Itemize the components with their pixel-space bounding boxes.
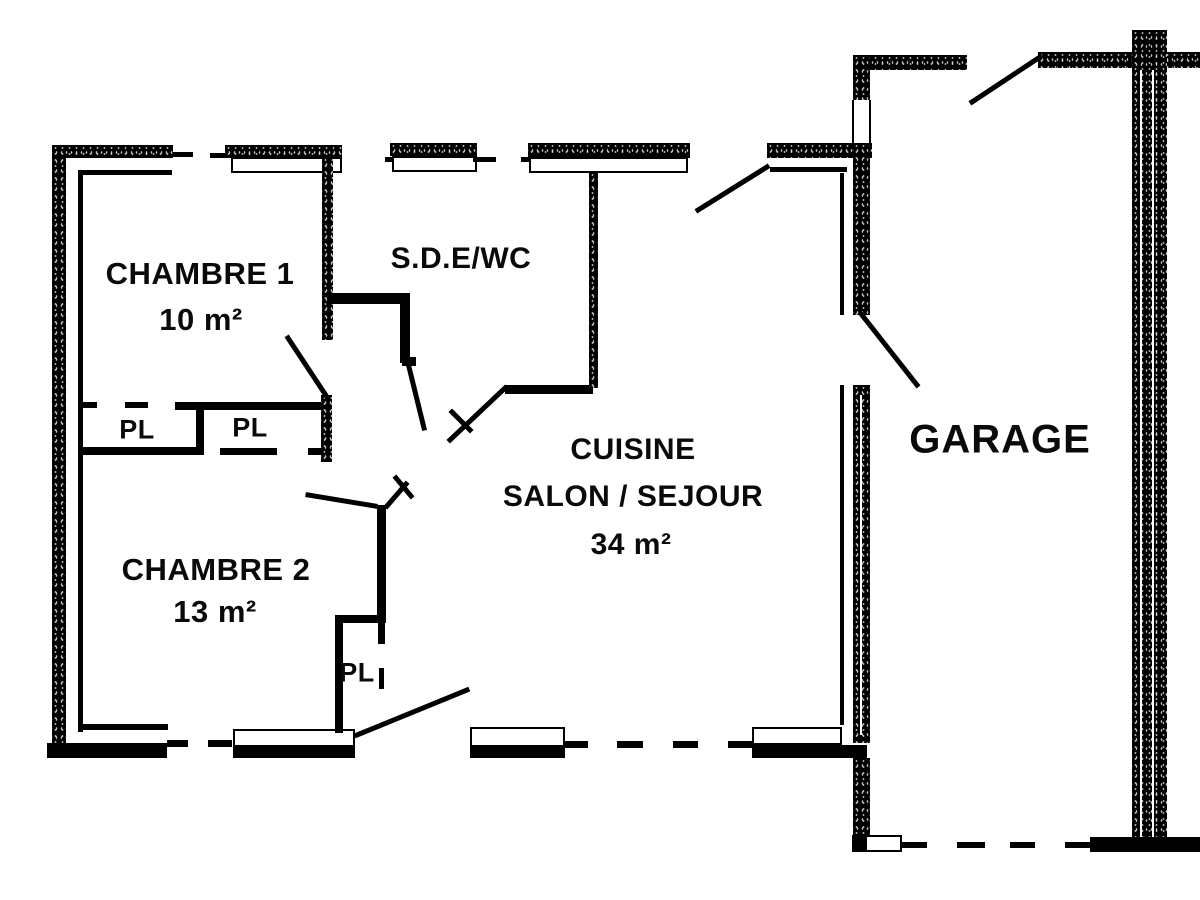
windowB-base <box>470 747 565 758</box>
wall-pl-bottom <box>80 447 203 455</box>
wall-hall-inner-line-b <box>840 385 844 725</box>
wall-pl-top <box>175 402 323 410</box>
wall-garage-right-joint2 <box>1152 70 1154 848</box>
wall-chambre2-right <box>377 505 386 622</box>
window3-lintel <box>528 143 690 158</box>
wall-pl-right <box>321 395 332 462</box>
wall-garage-left-d <box>853 758 870 835</box>
wall-entrance-inner-line <box>770 167 847 172</box>
label-pl3: PL <box>339 657 375 688</box>
label-pl1: PL <box>119 414 155 445</box>
bottom-stub-a <box>167 740 188 747</box>
door-leaf-sde-inner <box>404 359 428 432</box>
label-chambre1-area: 10 m² <box>159 302 243 337</box>
wall-top-left-stub <box>173 152 193 157</box>
windowC-base <box>752 745 867 758</box>
bottom-dash-a <box>208 740 232 747</box>
window2-left-stub <box>385 157 392 162</box>
wall-bottom-left <box>47 743 167 758</box>
label-chambre1: CHAMBRE 1 <box>105 256 295 291</box>
window3-left-stub <box>521 157 529 162</box>
label-chambre2: CHAMBRE 2 <box>121 552 311 587</box>
wall-bottom-left-inner-line <box>78 724 168 730</box>
wall-sde-bottom <box>505 385 593 394</box>
window2-lintel <box>390 143 477 156</box>
door-leaf-sde-cuisine <box>446 384 509 444</box>
wall-sde-bottom-h <box>327 293 408 304</box>
window3-sill <box>529 157 688 173</box>
door-leaf-entrance <box>694 163 771 214</box>
door-leaf-hall-garage <box>858 311 921 389</box>
wall-pl2-top <box>335 615 386 623</box>
label-salon-sejour: SALON / SEJOUR <box>502 480 764 513</box>
wall-garage-left-joint <box>860 395 862 735</box>
pl-bottom-dash1 <box>220 448 277 455</box>
window1-lintel <box>225 145 342 157</box>
wall-garage-left-b <box>853 143 870 315</box>
wall-pl2-right-dash <box>379 668 384 689</box>
label-garage: GARAGE <box>909 417 1091 462</box>
garage-door-dash2 <box>1010 842 1035 848</box>
window2-right-stub <box>473 157 496 162</box>
wall-pl2-right <box>378 623 385 644</box>
garage-door-dash3 <box>1065 842 1090 848</box>
label-sde: S.D.E/WC <box>390 242 532 275</box>
garage-door-dash1 <box>957 842 985 848</box>
wall-entrance-top <box>767 143 872 158</box>
wall-garage-bottom-right <box>1090 837 1200 852</box>
door-leaf-terrace <box>353 686 471 739</box>
label-chambre2-area: 13 m² <box>173 594 257 629</box>
wall-hall-inner-line-a <box>840 173 844 315</box>
bottom-dash-c <box>673 741 698 748</box>
wall-garage-left-a <box>853 55 870 100</box>
wall-chambre1-right <box>322 157 333 340</box>
wall-garage-right <box>1132 30 1167 852</box>
wall-sde-right <box>589 172 598 388</box>
garage-left-window <box>852 100 871 143</box>
bottom-stub-b <box>565 741 588 748</box>
window1-left-stub <box>210 153 232 158</box>
windowB-sill <box>470 727 565 747</box>
wall-top-inner-line <box>80 170 172 175</box>
door-stop-chambre2 <box>392 474 415 500</box>
pl-top-dash1 <box>78 402 97 408</box>
wall-pl-separator <box>196 402 204 455</box>
garage-door-stub <box>902 842 927 848</box>
label-cuisine-area: 34 m² <box>590 528 672 561</box>
door-leaf-chambre2 <box>305 492 378 509</box>
windowA-base <box>233 747 355 758</box>
window1-sill <box>231 157 342 173</box>
wall-sde-small-v <box>400 293 410 363</box>
garage-bottom-window <box>865 835 902 852</box>
wall-garage-corner <box>852 835 865 852</box>
wall-top-left <box>52 145 173 158</box>
bottom-dash-b <box>617 741 643 748</box>
label-cuisine: CUISINE <box>570 433 696 466</box>
bottom-stub-c <box>728 741 752 748</box>
door-stop-sde-cuisine <box>448 408 474 434</box>
wall-left <box>52 145 66 757</box>
window2-sill <box>392 156 477 172</box>
wall-garage-top-left <box>858 55 967 70</box>
pl-bottom-dash2 <box>308 448 323 455</box>
wall-pl2-left <box>335 615 343 733</box>
door-leaf-chambre1 <box>284 334 331 401</box>
wall-garage-right-joint1 <box>1140 70 1142 848</box>
windowA-sill <box>233 729 355 747</box>
windowC-sill <box>752 727 842 745</box>
door-leaf-garage-top <box>968 53 1044 106</box>
pl-top-dash2 <box>125 402 148 408</box>
label-pl2: PL <box>232 412 268 443</box>
